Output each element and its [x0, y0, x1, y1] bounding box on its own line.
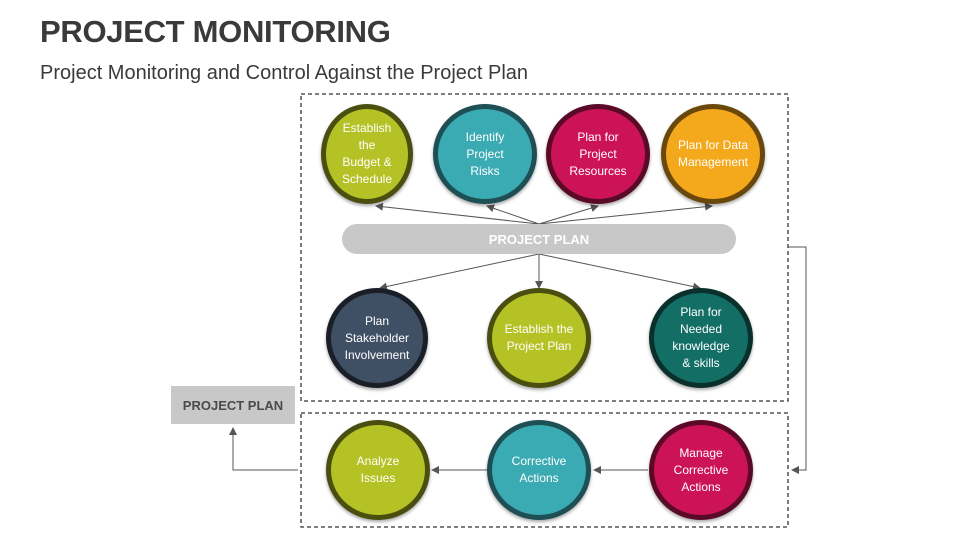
node-corrective-actions: Corrective Actions	[487, 420, 591, 520]
arrow-to-knowledge	[538, 253, 701, 291]
node-label: Establish the Project Plan	[504, 322, 574, 353]
node-plan-stakeholder-involvement: Plan Stakeholder Involvement	[326, 288, 428, 388]
arrow-to-risks	[486, 204, 540, 225]
control-frame	[300, 412, 789, 528]
page-title: PROJECT MONITORING	[40, 14, 391, 49]
node-identify-project-risks: Identify Project Risks	[433, 104, 537, 204]
node-label: Identify Project Risks	[465, 129, 505, 178]
node-analyze-issues: Analyze Issues	[326, 420, 430, 520]
node-plan-project-resources: Plan for Project Resources	[546, 104, 650, 204]
node-label: Corrective Actions	[511, 454, 567, 485]
node-establish-budget-schedule: Establish the Budget & Schedule	[321, 104, 413, 204]
node-label: Plan for Needed knowledge & skills	[672, 305, 730, 370]
node-label: Plan Stakeholder Involvement	[344, 313, 410, 362]
arrow-to-resources	[538, 204, 599, 225]
node-label: Establish the Budget & Schedule	[341, 121, 393, 186]
node-label: Plan for Data Management	[677, 138, 749, 169]
page-subtitle: Project Monitoring and Control Against t…	[40, 62, 529, 84]
arrow-to-data	[538, 202, 713, 225]
project-plan-output-box: PROJECT PLAN	[171, 386, 295, 424]
node-establish-project-plan: Establish the Project Plan	[487, 288, 591, 388]
node-plan-needed-knowledge-skills: Plan for Needed knowledge & skills	[649, 288, 753, 388]
project-plan-bar: PROJECT PLAN	[342, 224, 736, 254]
node-label: Analyze Issues	[356, 454, 400, 485]
node-label: Manage Corrective Actions	[673, 445, 729, 494]
node-label: Plan for Project Resources	[569, 129, 627, 178]
node-plan-data-management: Plan for Data Management	[661, 104, 765, 204]
node-manage-corrective-actions: Manage Corrective Actions	[649, 420, 753, 520]
arrow-feedback-loop	[788, 246, 807, 474]
arrow-analyze-to-plan	[229, 427, 298, 471]
arrow-to-budget	[375, 202, 540, 225]
arrow-to-stakeholder	[379, 253, 540, 291]
